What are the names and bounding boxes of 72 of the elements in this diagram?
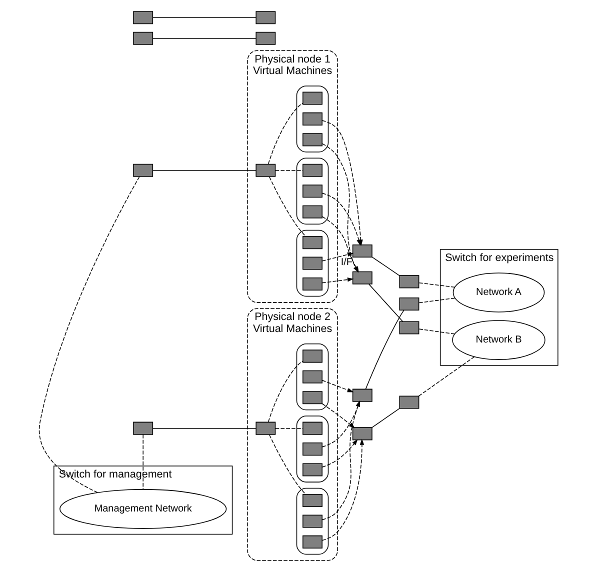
node-box: [302, 236, 322, 250]
node-box: [398, 321, 419, 334]
cluster: [296, 344, 328, 410]
connector: [418, 356, 474, 396]
connector: [418, 298, 455, 304]
cluster: [296, 416, 328, 482]
node-box: [398, 297, 419, 310]
node-box: [302, 277, 322, 291]
arrow: [321, 278, 354, 284]
arrow: [321, 252, 354, 262]
node-box: [302, 350, 322, 363]
node-box: [255, 11, 276, 24]
node-box: [302, 112, 322, 126]
node-box: [302, 256, 322, 270]
node-box: [398, 275, 419, 288]
node-box: [302, 164, 322, 177]
node-box: [302, 514, 322, 528]
node-box: [302, 442, 322, 456]
arrow: [321, 403, 354, 428]
connector: [152, 38, 256, 39]
node-box: [132, 11, 153, 24]
connector: [152, 170, 256, 171]
node-box: [352, 271, 372, 284]
node-box: [302, 494, 322, 508]
node-ellipse: Network B: [452, 320, 545, 360]
node-box: [302, 422, 322, 435]
cluster: Physical node 1 Virtual Machines: [246, 50, 338, 303]
cluster: [296, 158, 328, 225]
node-box: [398, 396, 419, 409]
node-box: [302, 184, 322, 198]
connector: [274, 428, 303, 429]
node-ellipse: Network A: [452, 272, 544, 312]
connector: [267, 102, 303, 164]
node-box: [302, 391, 322, 404]
arrow: [321, 380, 354, 392]
node-box: [255, 164, 276, 177]
connector: [418, 282, 455, 288]
node-box: [302, 463, 322, 476]
cluster: [296, 230, 328, 297]
node-box: [132, 164, 153, 177]
node-label: I/F: [340, 257, 352, 268]
connector: [368, 284, 403, 322]
cluster: [296, 488, 328, 555]
connector: [371, 408, 400, 428]
arrow: [321, 439, 358, 468]
node-box: [352, 244, 372, 258]
connector: [142, 434, 143, 490]
node-ellipse: Management Network: [59, 489, 226, 529]
node-box: [132, 32, 153, 45]
node-box: [132, 422, 153, 435]
node-box: [352, 388, 372, 402]
connector: [364, 310, 404, 390]
connector: [274, 170, 303, 171]
node-box: [302, 535, 322, 548]
node-box: [255, 32, 276, 45]
node-box: [302, 92, 322, 105]
node-box: [302, 370, 322, 384]
arrow: [321, 438, 364, 541]
connector: [38, 176, 140, 493]
connector: [152, 17, 256, 18]
node-box: [255, 422, 276, 435]
connector: [371, 256, 400, 276]
connector: [268, 434, 306, 495]
connector: [418, 328, 455, 334]
connector: [152, 428, 256, 429]
node-box: [302, 205, 322, 218]
cluster: Physical node 2 Virtual Machines: [246, 308, 338, 561]
cluster: [296, 86, 328, 152]
connector: [268, 176, 306, 237]
node-box: [352, 427, 372, 440]
connector: [267, 360, 303, 422]
node-box: [302, 133, 322, 146]
